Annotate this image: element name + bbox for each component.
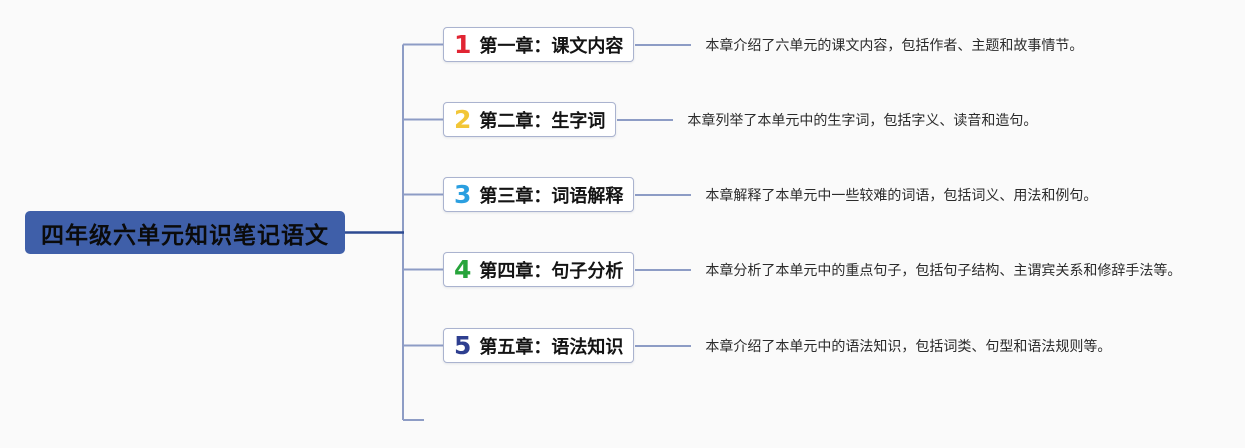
chapter-number: 5	[454, 331, 472, 360]
chapter-node-label: 第五章：语法知识	[479, 336, 624, 357]
chapter-number: 1	[454, 30, 472, 59]
chapter-node-label: 第一章：课文内容	[479, 35, 624, 56]
chapter-node-label: 第二章：生字词	[479, 110, 606, 131]
chapter-description[interactable]: 本章介绍了本单元中的语法知识，包括词类、句型和语法规则等。	[705, 337, 1112, 354]
chapter-row: 2 第二章：生字词 本章列举了本单元中的生字词，包括字义、读音和造句。	[443, 102, 1037, 137]
node-description-connector	[635, 268, 692, 271]
chapter-node[interactable]: 4 第四章：句子分析	[443, 252, 635, 287]
root-node-label: 四年级六单元知识笔记语文	[41, 221, 329, 248]
chapter-row: 5 第五章：语法知识 本章介绍了本单元中的语法知识，包括词类、句型和语法规则等。	[443, 328, 1111, 363]
chapter-description[interactable]: 本章解释了本单元中一些较难的词语，包括词义、用法和例句。	[705, 186, 1098, 203]
chapter-number: 4	[454, 255, 472, 284]
chapter-row: 3 第三章：词语解释 本章解释了本单元中一些较难的词语，包括词义、用法和例句。	[443, 177, 1097, 212]
chapter-number: 3	[454, 180, 472, 209]
node-description-connector	[617, 118, 674, 121]
chapter-node[interactable]: 2 第二章：生字词	[443, 102, 617, 137]
chapter-number: 2	[454, 105, 472, 134]
root-node[interactable]: 四年级六单元知识笔记语文	[25, 211, 345, 254]
chapter-node-label: 第三章：词语解释	[479, 185, 624, 206]
chapter-node[interactable]: 3 第三章：词语解释	[443, 177, 635, 212]
node-description-connector	[635, 344, 692, 347]
chapter-row: 4 第四章：句子分析 本章分析了本单元中的重点句子，包括句子结构、主谓宾关系和修…	[443, 252, 1181, 287]
chapter-row: 1 第一章：课文内容 本章介绍了六单元的课文内容，包括作者、主题和故事情节。	[443, 27, 1083, 62]
chapter-node-label: 第四章：句子分析	[479, 260, 624, 281]
chapter-node[interactable]: 1 第一章：课文内容	[443, 27, 635, 62]
node-description-connector	[635, 43, 692, 46]
chapter-description[interactable]: 本章分析了本单元中的重点句子，包括句子结构、主谓宾关系和修辞手法等。	[705, 261, 1182, 278]
chapter-description[interactable]: 本章介绍了六单元的课文内容，包括作者、主题和故事情节。	[705, 36, 1084, 53]
chapter-description[interactable]: 本章列举了本单元中的生字词，包括字义、读音和造句。	[687, 111, 1038, 128]
node-description-connector	[635, 193, 692, 196]
chapter-node[interactable]: 5 第五章：语法知识	[443, 328, 635, 363]
